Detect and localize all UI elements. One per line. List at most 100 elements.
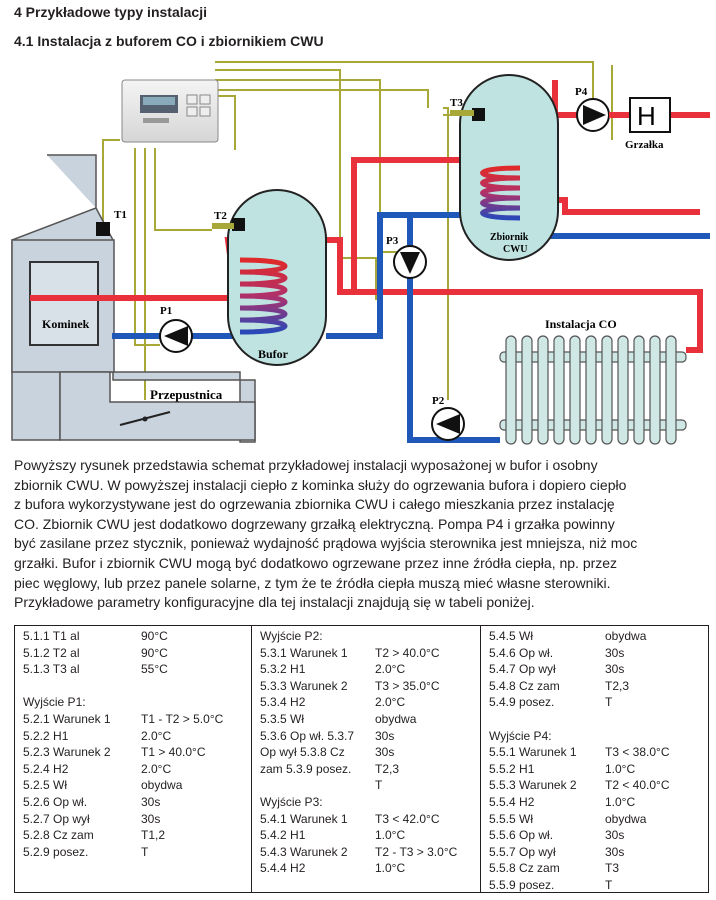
param-value: T3 < 38.0°C — [605, 745, 670, 760]
param-key: Op wył 5.3.8 Cz — [260, 745, 345, 760]
param-key: 5.5.1 Warunek 1 — [489, 745, 577, 760]
param-value: 30s — [375, 745, 395, 760]
param-key: 5.4.5 Wł — [489, 629, 534, 643]
param-key: 5.5.3 Warunek 2 — [489, 778, 577, 793]
param-key: 5.2.4 H2 — [23, 761, 69, 776]
param-key: 5.3.4 H2 — [260, 695, 306, 710]
pump-p4 — [576, 98, 610, 132]
label-zbiornik: Zbiornik — [490, 232, 529, 243]
param-key: 5.3.3 Warunek 2 — [260, 678, 348, 693]
param-key: 5.4.3 Warunek 2 — [260, 844, 348, 859]
label-t2: T2 — [214, 210, 227, 222]
label-grzalka: Grzałka — [625, 139, 664, 151]
param-key: 5.1.1 T1 al — [23, 629, 80, 643]
param-key: 5.3.1 Warunek 1 — [260, 645, 348, 660]
param-value: 2.0°C — [141, 761, 172, 776]
heater-symbol: H — [637, 101, 656, 131]
fireplace — [11, 154, 256, 443]
label-p1: P1 — [160, 305, 172, 317]
param-value: 1.0°C — [375, 828, 406, 843]
param-key: 5.2.5 Wł — [23, 778, 68, 793]
label-t3: T3 — [450, 97, 463, 109]
description-paragraph: Powyższy rysunek przedstawia schemat prz… — [14, 456, 704, 613]
param-key: 5.2.9 posez. — [23, 844, 89, 859]
param-key: 5.4.1 Warunek 1 — [260, 811, 348, 826]
sensor-t1 — [96, 222, 110, 236]
param-value: T1,2 — [141, 828, 166, 843]
pump-p3 — [393, 245, 427, 279]
params-column: Wyjście P2: 5.3.1 Warunek 1 T2 > 40.0°C 5.3… — [251, 626, 481, 892]
label-przepustnica: Przepustnica — [150, 387, 223, 402]
param-value: 30s — [141, 795, 161, 809]
param-key: 5.2.8 Cz zam — [23, 828, 94, 843]
param-value: 1.0°C — [605, 795, 636, 809]
label-bufor: Bufor — [258, 347, 289, 361]
param-key: 5.5.5 Wł — [489, 811, 534, 826]
param-value: T — [141, 844, 149, 859]
param-value: T1 > 40.0°C — [141, 745, 206, 760]
param-key: 5.2.2 H1 — [23, 728, 69, 743]
param-value: T2 > 40.0°C — [375, 645, 440, 660]
param-key: 5.3.5 Wł — [260, 712, 305, 726]
param-value: T2 < 40.0°C — [605, 778, 670, 793]
param-key: 5.5.2 H1 — [489, 761, 535, 776]
installation-diagram: Kominek Przepustnica Bufor — [11, 61, 710, 445]
param-value: 55°C — [141, 662, 168, 677]
paragraph-line: grzałki. Bufor i zbiornik CWU mogą być d… — [14, 554, 618, 571]
param-key: 5.3.6 Op wł. 5.3.7 — [260, 728, 355, 743]
param-key: 5.4.6 Op wł. — [489, 645, 554, 660]
param-value: obydwa — [605, 629, 647, 643]
label-t1: T1 — [114, 209, 127, 221]
bufor-tank — [227, 189, 327, 366]
param-value: 30s — [375, 728, 395, 743]
param-value: T3 < 42.0°C — [375, 811, 440, 826]
param-key: Wyjście P2: — [260, 629, 323, 643]
param-key: 5.4.8 Cz zam — [489, 678, 560, 693]
section-heading: 4 Przykładowe typy instalacji — [14, 4, 207, 20]
param-value: T3 — [605, 861, 620, 876]
label-p3: P3 — [386, 235, 399, 247]
param-value: T2,3 — [605, 678, 630, 693]
controller — [121, 79, 219, 143]
param-key: 5.4.4 H2 — [260, 861, 306, 876]
param-key: zam 5.3.9 posez. — [260, 761, 352, 776]
param-key: 5.4.2 H1 — [260, 828, 306, 843]
param-key: Wyjście P4: — [489, 728, 552, 743]
param-key: 5.3.2 H1 — [260, 662, 306, 677]
param-value: obydwa — [375, 712, 417, 726]
param-value: 90°C — [141, 629, 168, 643]
param-key: 5.1.2 T2 al — [23, 645, 80, 660]
param-value: 30s — [141, 811, 161, 826]
param-value: T2 - T3 > 3.0°C — [375, 844, 458, 859]
param-key: 5.4.7 Op wył — [489, 662, 556, 677]
param-value: obydwa — [141, 778, 183, 793]
sensor-t2-lead — [212, 223, 234, 229]
subsection-heading: 4.1 Instalacja z buforem CO i zbiornikie… — [14, 33, 324, 49]
params-column: 5.4.5 Wł obydwa 5.4.6 Op wł. 30s 5.4.7 Op wy… — [480, 626, 709, 892]
param-value: T2,3 — [375, 761, 400, 776]
param-key: 5.2.7 Op wył — [23, 811, 90, 826]
paragraph-line: CO. Zbiornik CWU jest dodatkowo dogrzewa… — [14, 515, 615, 532]
sensor-t3-lead — [450, 110, 474, 116]
param-value: 1.0°C — [375, 861, 406, 876]
param-key: 5.5.6 Op wł. — [489, 828, 554, 843]
param-key: 5.4.9 posez. — [489, 695, 555, 710]
param-value: 2.0°C — [141, 728, 172, 743]
param-value: 30s — [605, 662, 625, 677]
param-value: 30s — [605, 844, 625, 859]
param-key: 5.5.9 posez. — [489, 878, 555, 892]
paragraph-line: zbiornik CWU. W powyższej instalacji cie… — [14, 476, 627, 493]
param-value: obydwa — [605, 811, 647, 826]
param-key: 5.5.8 Cz zam — [489, 861, 560, 876]
param-value: T — [605, 878, 613, 892]
paragraph-line: Powyższy rysunek przedstawia schemat prz… — [14, 457, 598, 473]
label-p4: P4 — [575, 86, 588, 98]
label-p2: P2 — [432, 395, 445, 407]
param-value: 90°C — [141, 645, 168, 660]
heater — [609, 97, 671, 133]
param-key: 5.2.6 Op wł. — [23, 795, 88, 809]
radiator — [499, 335, 687, 445]
param-key: Wyjście P1: — [23, 695, 86, 710]
